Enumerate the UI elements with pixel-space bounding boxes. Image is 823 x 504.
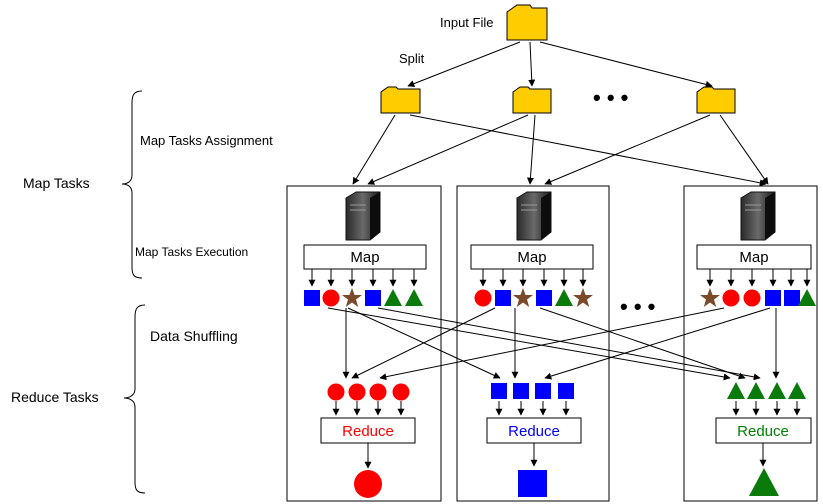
green-triangle-icon [384,289,402,306]
map-box-3 [696,244,812,270]
reduce-tasks-brace [123,304,146,494]
red-circle-icon [743,289,761,307]
node-ellipsis: • • • [620,294,655,319]
server-icon-1 [345,191,381,241]
server-icon-2 [516,191,552,241]
brown-star-icon [513,288,533,307]
red-circle-icon [327,383,345,401]
reduce-label-3: Reduce [737,423,789,440]
map-tasks-execution-label: Map Tasks Execution [135,245,248,259]
map-box-2 [470,244,594,270]
map-label-2: Map [517,249,546,266]
brown-star-icon [700,288,720,307]
reducer-inputs-3 [727,382,806,399]
green-triangle-icon [798,289,816,306]
blue-square-icon [558,383,574,399]
red-circle-icon [322,289,340,307]
map-label-3: Map [739,249,768,266]
blue-square-icon [304,290,320,306]
blue-square-icon [536,290,552,306]
split-label: Split [399,51,425,66]
map-box-1 [303,244,427,270]
reduce-box-1 [320,417,416,444]
reduce-box-3 [715,417,812,444]
green-triangle-icon [555,289,573,306]
split-folder-icon-1 [380,86,421,114]
split-arrows [407,41,713,88]
red-circle-icon [369,383,387,401]
reduce-tasks-label: Reduce Tasks [11,389,99,405]
input-file-label: Input File [440,15,493,30]
red-circle-icon [474,289,492,307]
map-tasks-assignment-label: Map Tasks Assignment [140,133,273,148]
blue-square-icon [365,290,381,306]
blue-square-icon [495,290,511,306]
red-circle-icon [722,289,740,307]
map-output-arrows [308,269,811,287]
split-ellipsis: • • • [593,85,628,110]
green-triangle-icon [727,382,745,399]
green-triangle-icon [405,289,423,306]
reduce-output-arrows [364,443,767,469]
mapper-outputs-2 [474,288,593,307]
final-output-green-triangle-icon [749,468,779,496]
final-output-red-circle-icon [354,470,382,498]
reduce-box-2 [486,417,582,444]
split-folder-icon-2 [512,86,552,114]
map-label-1: Map [350,249,379,266]
final-output-blue-square-icon [518,470,547,497]
blue-square-icon [535,383,551,399]
map-tasks-brace [121,90,143,279]
data-shuffling-label: Data Shuffling [150,328,238,344]
reduce-input-arrows [332,401,801,416]
blue-square-icon [513,383,529,399]
input-file-folder-icon [506,4,548,41]
green-triangle-icon [788,382,806,399]
green-triangle-icon [768,382,786,399]
map-tasks-label: Map Tasks [23,175,90,191]
brown-star-icon [573,288,593,307]
mapper-outputs-1 [304,288,423,307]
assignment-arrows [352,114,769,187]
shuffle-arrows [327,307,780,381]
green-triangle-icon [747,382,765,399]
server-icon-3 [740,191,776,241]
split-folder-icon-3 [696,86,736,114]
blue-square-icon [765,290,781,306]
red-circle-icon [348,383,366,401]
red-circle-icon [392,383,410,401]
blue-square-icon [491,383,507,399]
reducer-inputs-2 [491,383,574,399]
reduce-label-1: Reduce [342,423,394,440]
reducer-inputs-1 [327,383,410,401]
brown-star-icon [342,288,362,307]
mapper-outputs-3 [700,288,816,307]
reduce-label-2: Reduce [508,423,560,440]
blue-square-icon [784,290,800,306]
